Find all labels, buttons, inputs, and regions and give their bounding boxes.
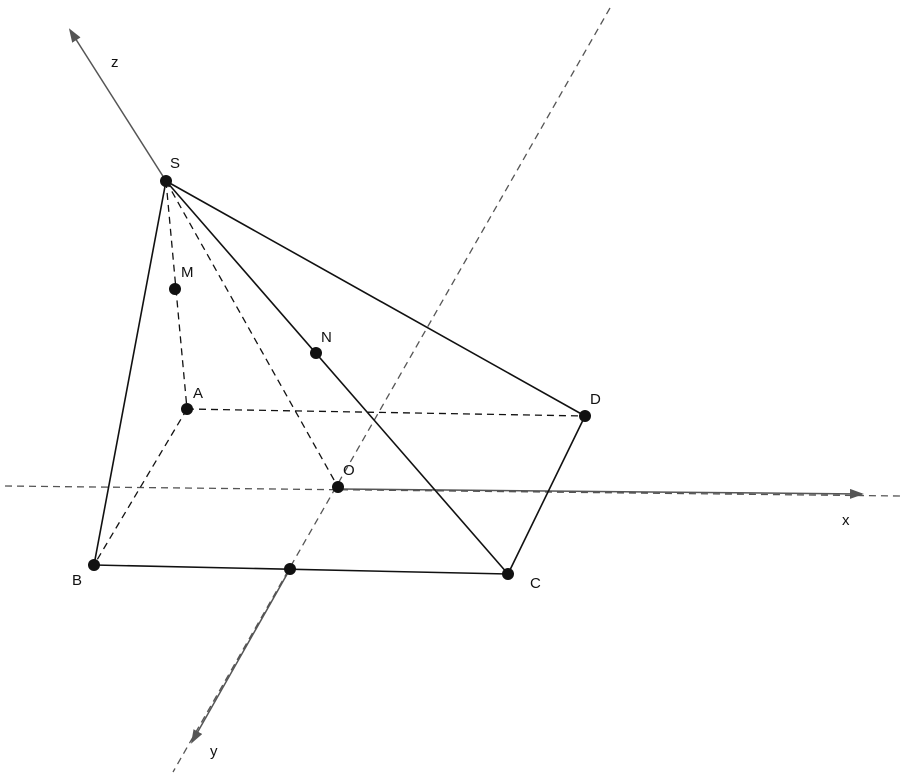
label-z: z [111,54,119,71]
edge-AD [186,408,586,417]
point-C [502,568,514,580]
edge-SA [165,180,188,410]
point-O [332,481,344,493]
label-x: x [842,512,850,529]
edge-SC [165,180,509,575]
point-BC-midpoint [284,563,296,575]
point-N [310,347,322,359]
x-axis [337,488,864,499]
label-C: C [530,575,541,592]
point-B [88,559,100,571]
label-N: N [321,329,332,346]
label-O: O [343,462,355,479]
edge-BC [93,564,509,575]
label-B: B [72,572,82,589]
edge-SD [165,180,586,417]
label-M: M [181,264,194,281]
edge-SO [165,180,339,488]
label-S: S [170,155,180,172]
point-A [181,403,193,415]
edge-SB [93,180,167,566]
label-D: D [590,391,601,408]
point-D [579,410,591,422]
edge-CD [507,415,586,575]
label-A: A [193,385,203,402]
y-axis [191,568,291,744]
edge-AB [93,408,188,566]
x-axis-dashed-extension [4,485,901,497]
point-M [169,283,181,295]
point-S [160,175,172,187]
label-y: y [210,743,218,760]
y-axis-dashed-line [172,7,611,773]
z-axis [68,28,167,182]
